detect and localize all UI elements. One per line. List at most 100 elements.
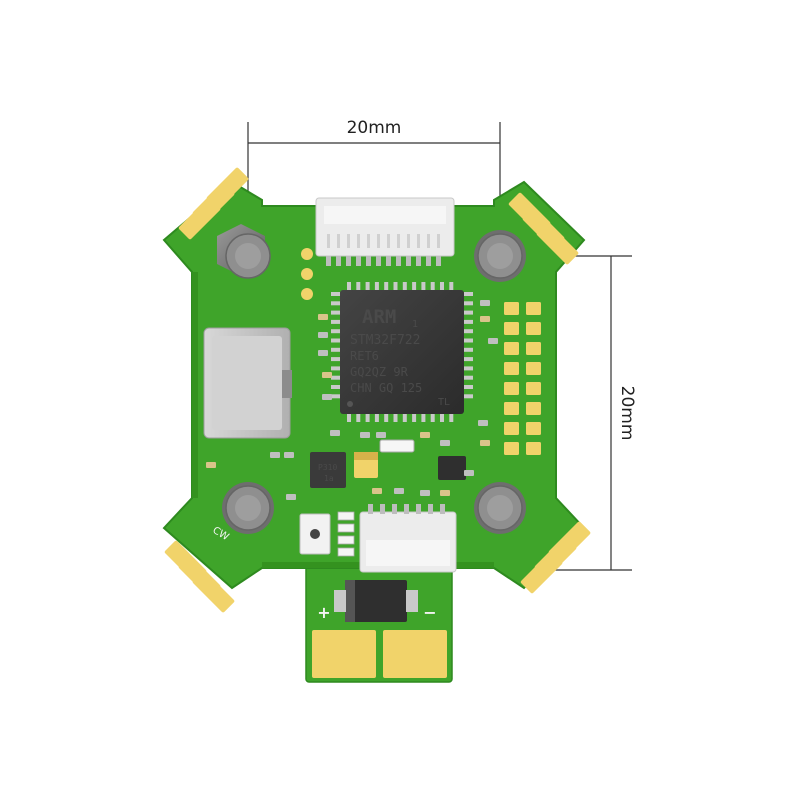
mcu-brand: ARM xyxy=(362,306,396,328)
smd-component xyxy=(372,488,382,494)
connector-pin xyxy=(392,504,397,514)
smd-component xyxy=(360,432,370,438)
top-connector xyxy=(315,197,455,266)
mcu-pin xyxy=(365,413,370,422)
mcu-pin xyxy=(347,413,351,422)
mcu-pin xyxy=(412,282,417,291)
mcu-line4: CHN GQ 125 xyxy=(350,381,422,395)
dimension-label-horizontal: 20mm xyxy=(347,118,402,138)
motor-pad xyxy=(548,521,591,564)
smd-component xyxy=(284,452,294,458)
top-connector-lip xyxy=(324,206,446,224)
connector-pin xyxy=(436,256,441,266)
smd-component xyxy=(420,490,430,496)
smd-component xyxy=(480,300,490,306)
mcu-pin xyxy=(430,282,435,291)
connector-pin xyxy=(356,256,361,266)
connector-pin xyxy=(380,504,385,514)
signal-pad xyxy=(504,342,519,355)
connector-contact xyxy=(397,234,400,248)
smd-component xyxy=(464,470,474,476)
bottom-connector xyxy=(359,504,457,573)
mcu-pin xyxy=(464,366,473,371)
motor-pads-bottom-left xyxy=(164,540,235,613)
diode-component xyxy=(345,580,407,622)
top-connector-pins xyxy=(326,234,441,266)
mcu-pin xyxy=(384,413,389,422)
mcu-line2: RET6 xyxy=(350,349,379,363)
motor-pads-top-left xyxy=(178,167,249,240)
smd-component xyxy=(440,440,450,446)
connector-pin xyxy=(386,256,391,266)
connector-contact xyxy=(417,234,420,248)
mcu-chip: ARM 1 STM32F722 RET6 GQ2QZ 9R CHN GQ 125… xyxy=(331,282,473,422)
signal-pad xyxy=(504,322,519,335)
mcu-pin xyxy=(356,413,361,422)
small-ic-voltage-regulator: P310 1a xyxy=(310,452,346,488)
mount-screw-bottom-right xyxy=(474,482,526,534)
mcu-pin xyxy=(402,413,407,422)
round-pads-left xyxy=(301,248,313,300)
mcu-pin xyxy=(464,329,473,334)
signal-pad xyxy=(526,302,541,315)
connector-contact xyxy=(437,234,440,248)
led-array xyxy=(337,511,355,557)
mcu-pin xyxy=(331,394,340,399)
motor-pads-bottom-right xyxy=(520,521,591,594)
mcu-pin xyxy=(331,366,340,371)
power-plus-label: + xyxy=(317,603,330,622)
mcu-pin xyxy=(464,375,473,380)
mcu-pin xyxy=(402,282,407,291)
smd-component xyxy=(394,488,404,494)
mcu-pin xyxy=(331,347,340,352)
bottom-connector-pins xyxy=(368,504,445,514)
tantalum-capacitor-band xyxy=(354,452,378,460)
mcu-pin xyxy=(374,282,379,291)
smd-component xyxy=(480,316,490,322)
diode-lead-left xyxy=(334,590,346,612)
mcu-line5: TL xyxy=(438,397,450,408)
motor-pad xyxy=(536,222,579,265)
smd-component xyxy=(318,314,328,320)
mcu-pin xyxy=(331,329,340,334)
dimension-label-vertical: 20mm xyxy=(617,386,637,441)
connector-pin xyxy=(404,504,409,514)
usb-c-tab xyxy=(282,370,292,398)
power-pad-negative xyxy=(383,630,447,678)
motor-pads-top-right xyxy=(508,192,579,265)
mcu-pin xyxy=(331,301,340,306)
smd-component xyxy=(286,494,296,500)
round-pad xyxy=(301,288,313,300)
led-indicator xyxy=(379,439,415,453)
mcu-pin xyxy=(440,413,444,422)
mcu-body xyxy=(340,290,464,414)
led xyxy=(337,535,355,545)
connector-contact xyxy=(357,234,360,248)
connector-contact xyxy=(377,234,380,248)
mcu-pin xyxy=(449,413,454,422)
smd-component xyxy=(270,452,280,458)
signal-pad xyxy=(526,442,541,455)
mcu-pin xyxy=(464,292,473,296)
pcb-edge-shade-left xyxy=(192,272,198,498)
connector-pin xyxy=(368,504,373,514)
signal-pad xyxy=(504,442,519,455)
connector-pin xyxy=(416,504,421,514)
tactile-button xyxy=(299,513,331,555)
connector-pin xyxy=(406,256,411,266)
mcu-pin xyxy=(384,282,389,291)
mcu-pin xyxy=(393,413,398,422)
screw-center xyxy=(487,243,513,269)
mcu-part-number: STM32F722 xyxy=(350,333,420,348)
power-pad-positive xyxy=(312,630,376,678)
signal-pad xyxy=(504,382,519,395)
connector-pin xyxy=(366,256,371,266)
smd-component xyxy=(440,490,450,496)
smd-component xyxy=(420,432,430,438)
smd-component xyxy=(480,440,490,446)
signal-pad xyxy=(526,382,541,395)
usb-c-inner xyxy=(212,336,282,430)
smd-component xyxy=(478,420,488,426)
mcu-pin xyxy=(331,310,340,315)
